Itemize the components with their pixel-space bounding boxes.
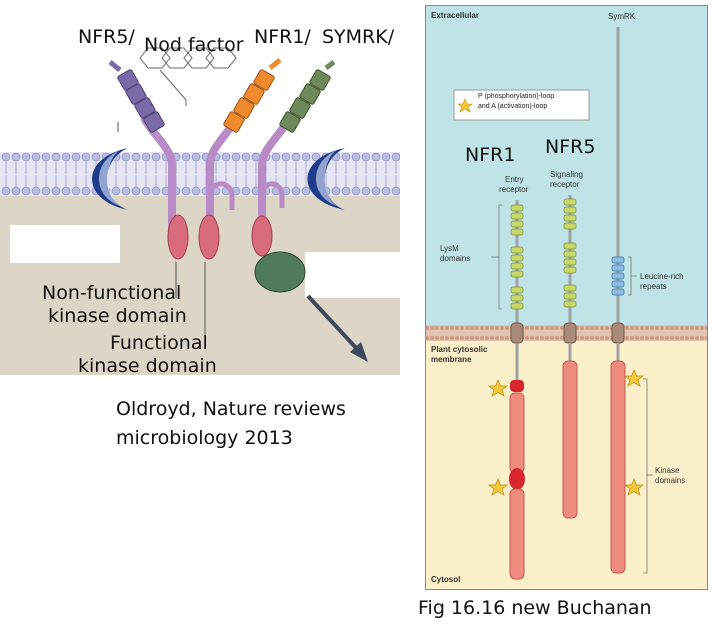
citation-line-1: Oldroyd, Nature reviews bbox=[116, 398, 346, 420]
label-symrk-top: SymRK bbox=[608, 12, 636, 21]
label-extracellular: Extracellular bbox=[431, 11, 480, 20]
brackets bbox=[491, 204, 653, 574]
label-lrr-1: Leucine-rich bbox=[640, 272, 684, 281]
lectin-right bbox=[307, 148, 345, 210]
blank-box-left bbox=[10, 225, 120, 263]
symrk-receptor bbox=[251, 60, 336, 293]
title-nfr5: NFR5 bbox=[545, 136, 596, 158]
nfr1-structure bbox=[509, 200, 525, 580]
nod-factor-chain bbox=[139, 47, 237, 106]
nfr1-receptor bbox=[198, 58, 282, 260]
label-lysm-1: LysM bbox=[440, 244, 459, 253]
legend-text-2: and A (activation)-loop bbox=[478, 103, 548, 110]
title-nfr1: NFR1 bbox=[465, 144, 516, 166]
symrk-structure bbox=[610, 27, 626, 574]
nfr5-receptor bbox=[108, 60, 189, 260]
legend-star-icon bbox=[457, 98, 473, 113]
arrow bbox=[306, 294, 368, 362]
label-signaling-1: Signaling bbox=[550, 170, 583, 179]
star-icon bbox=[488, 379, 508, 397]
star-icon bbox=[624, 369, 644, 387]
nfr5-structure bbox=[562, 195, 578, 519]
label-membrane-2: membrane bbox=[431, 355, 472, 364]
phospho-stars bbox=[488, 369, 644, 496]
label-lysm-2: domains bbox=[440, 254, 471, 263]
label-functional: Functional bbox=[110, 332, 208, 354]
label-nfr5: NFR5/ bbox=[78, 26, 135, 48]
citation-line-2: microbiology 2013 bbox=[116, 427, 293, 449]
legend-text-1: P (phosphorylation)-loop bbox=[478, 93, 555, 100]
star-icon bbox=[624, 478, 644, 496]
caption-buchanan: Fig 16.16 new Buchanan bbox=[418, 597, 652, 619]
star-icon bbox=[488, 478, 508, 496]
label-lrr-2: repeats bbox=[640, 282, 667, 291]
receptor-membrane-diagram bbox=[0, 0, 401, 375]
label-kinase-1: Kinase bbox=[655, 466, 680, 475]
label-kinase-2: domains bbox=[655, 476, 686, 485]
label-nfr1: NFR1/ bbox=[254, 26, 311, 48]
legend-box bbox=[453, 89, 590, 121]
label-nod-factor: Nod factor bbox=[144, 34, 244, 56]
label-symrk: SYMRK/ bbox=[322, 26, 395, 48]
label-membrane-1: Plant cytosolic bbox=[431, 345, 488, 354]
leader-lines bbox=[117, 122, 206, 348]
lectin-left bbox=[92, 148, 128, 210]
left-figure bbox=[0, 0, 401, 375]
label-kinase-domain-1: kinase domain bbox=[48, 305, 187, 327]
label-entry-2: receptor bbox=[499, 185, 529, 194]
blank-box-right bbox=[305, 252, 400, 298]
label-non-functional: Non-functional bbox=[42, 282, 182, 304]
label-entry-1: Entry bbox=[505, 175, 524, 184]
label-cytosol: Cytosol bbox=[431, 575, 461, 584]
lipid-bilayer bbox=[0, 152, 401, 196]
right-figure bbox=[425, 5, 709, 590]
label-signaling-2: receptor bbox=[550, 180, 580, 189]
receptor-domain-diagram bbox=[425, 5, 709, 590]
label-kinase-domain-2: kinase domain bbox=[78, 355, 217, 377]
